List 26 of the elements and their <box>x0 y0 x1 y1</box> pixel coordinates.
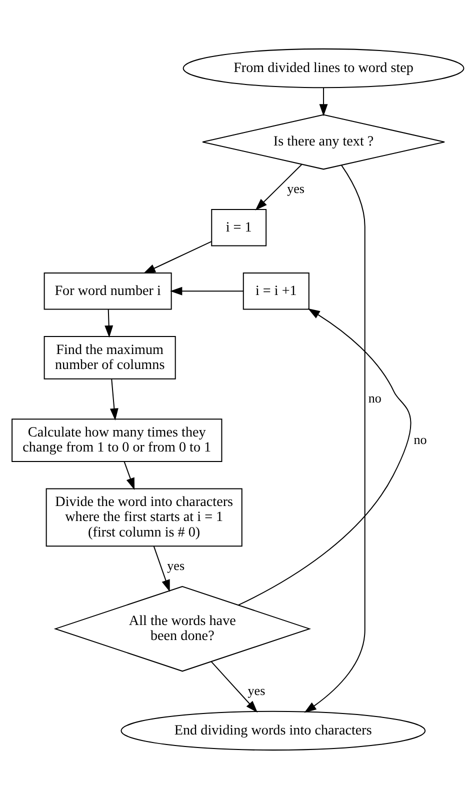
arrow <box>255 164 302 210</box>
edge-label: no <box>368 390 382 405</box>
arrow <box>304 164 366 712</box>
node-box: For word number i <box>44 272 172 310</box>
arrow <box>170 286 244 295</box>
arrow <box>110 378 118 420</box>
arrow <box>143 240 212 273</box>
node-box: Calculate how many times they change from 1 to 0 or from 0 to 1 <box>12 418 222 462</box>
edge-label: yes <box>287 180 305 196</box>
edge-label: yes <box>248 682 266 698</box>
node-box: Divide the word into characters where the first starts at i = 1 (first column is # 0) <box>46 488 242 546</box>
arrow <box>124 461 135 490</box>
node-box: Find the maximum number of columns <box>44 336 176 379</box>
arrow <box>238 308 412 606</box>
node-ellipse: From divided lines to word step <box>182 48 464 88</box>
arrow <box>210 660 258 712</box>
node-diamond: Is there any text ? <box>202 114 445 170</box>
node-box: i = 1 <box>211 208 267 246</box>
node-box: i = i +1 <box>242 272 310 310</box>
node-ellipse: End dividing words into characters <box>120 710 426 750</box>
edge-label: no <box>414 431 427 446</box>
node-diamond: All the words have been done? <box>54 585 312 672</box>
arrow <box>153 546 170 592</box>
edge-label: yes <box>167 557 185 572</box>
arrow <box>319 87 328 116</box>
arrow <box>104 308 114 338</box>
